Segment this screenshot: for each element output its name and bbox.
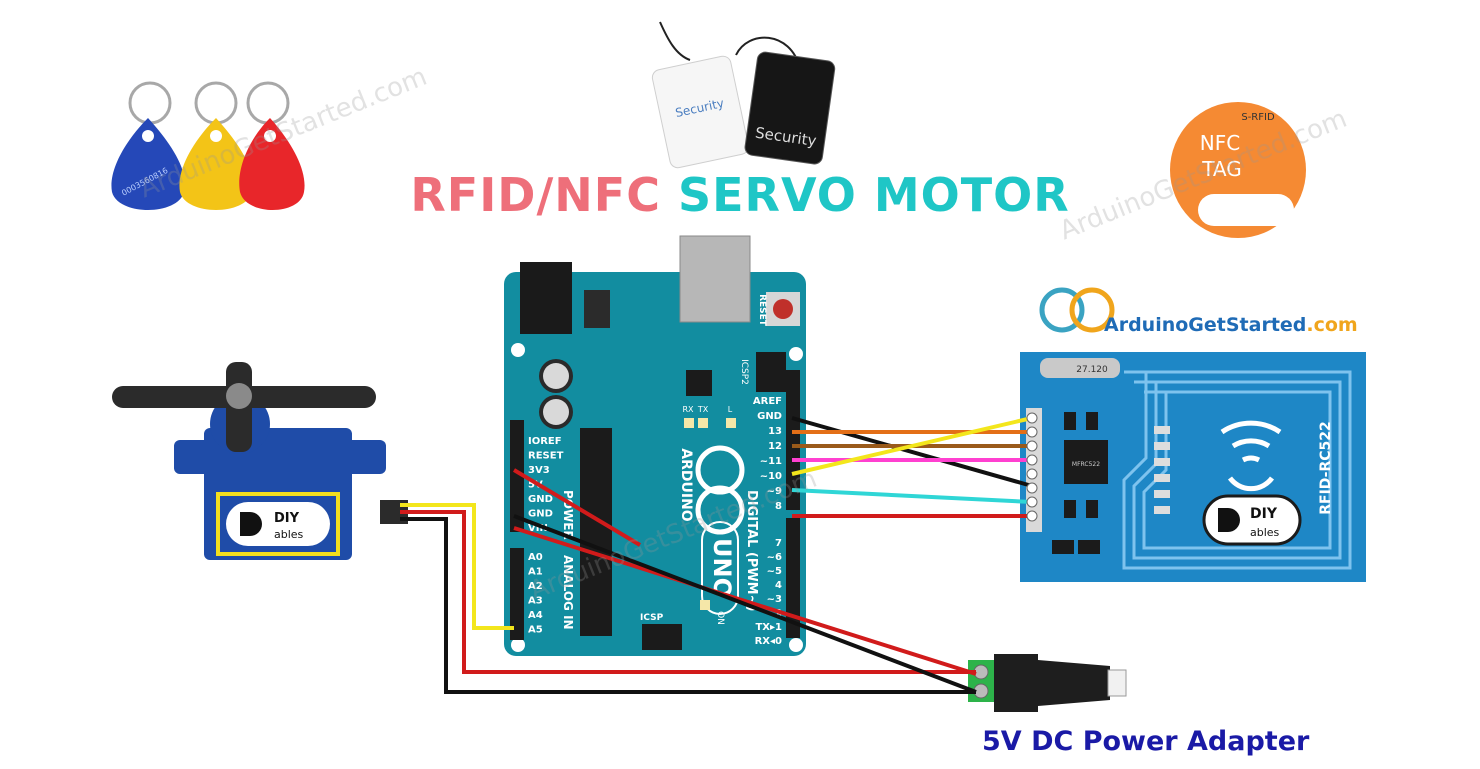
digital-top-pin-labels: AREF GND 13 12 ~11 ~10 ~9 8 (753, 396, 782, 512)
arduinogetstarted-logo (1039, 287, 1115, 333)
wireless-icon (1220, 420, 1282, 492)
nfc-tag-line1: NFC (1200, 131, 1240, 155)
title-servo-motor: SERVO MOTOR (677, 168, 1070, 222)
pin-label: 3V3 (528, 465, 550, 476)
wire-rfid-sda (791, 416, 1033, 488)
arduino-reset-label: RESET (757, 294, 767, 327)
pin-label: RESET (528, 451, 564, 462)
wire-rfid-rst (791, 488, 1033, 504)
servo-motor: DIY ables (112, 362, 408, 560)
pin-label: A1 (528, 567, 543, 578)
pin-label: TX▸1 (755, 622, 782, 633)
pin-label: RX◂0 (755, 636, 782, 647)
brand-name: ArduinoGetStarted.com (1104, 314, 1358, 336)
pin-label: A3 (528, 596, 543, 607)
arduino-l-label: L (728, 405, 733, 414)
pin-label: 4 (775, 580, 782, 591)
arduino-tx-label: TX (697, 405, 709, 414)
nfc-tag-brand: S-RFID (1241, 112, 1275, 123)
wire-servo-signal (400, 503, 514, 630)
pin-label: A0 (528, 552, 543, 563)
rfid-rc522-module: 27.120 MFRC522 DIY ables RFID-RC522 (1020, 352, 1366, 582)
pin-label: AREF (753, 396, 782, 407)
pin-label: GND (757, 411, 782, 422)
rfid-cards: Security Security (651, 21, 836, 169)
arduino-model: UNO (708, 538, 736, 598)
rfid-logo-sub: ables (1250, 526, 1280, 539)
arduino-icsp2-label: ICSP2 (739, 359, 749, 385)
pin-label: A5 (528, 625, 543, 636)
pin-label: ~5 (767, 566, 782, 577)
arduino-rx-label: RX (682, 405, 694, 414)
wire-rfid-irq (791, 416, 1033, 476)
pin-label: GND (528, 494, 553, 505)
pin-label: ~10 (760, 471, 782, 482)
rfid-chip-label: MFRC522 (1072, 461, 1100, 468)
arduino-analog-label: ANALOG IN (561, 555, 575, 630)
pin-label: VIN (528, 523, 548, 534)
nfc-tag: S-RFID NFC TAG (1170, 102, 1306, 238)
rfid-keyfobs: 0003560816 (111, 81, 305, 210)
arduino-on-label: ON (715, 611, 725, 625)
wire-gnd (513, 514, 977, 694)
servo-logo-sub: ables (274, 528, 304, 541)
pin-label: 7 (775, 538, 782, 549)
pin-label: IOREF (528, 436, 562, 447)
arduino-digital-label: DIGITAL (PWM~) (744, 490, 759, 611)
wire-vin (513, 526, 977, 676)
power-adapter-caption: 5V DC Power Adapter (982, 726, 1310, 757)
arduino-uno-board: RESET ICSP2 TX RX L ARDUINO UNO DIGITAL … (504, 235, 806, 656)
pin-label: 13 (768, 426, 782, 437)
pin-label: 12 (768, 441, 782, 452)
arduino-name: ARDUINO (678, 448, 694, 522)
pin-label: ~9 (767, 486, 782, 497)
servo-logo: DIY (274, 511, 300, 526)
rfid-module-name: RFID-RC522 (1318, 421, 1334, 515)
rfid-pin-dots (1026, 412, 1038, 522)
pin-label: A4 (528, 610, 543, 621)
title-rfid-nfc: RFID/NFC (410, 168, 661, 222)
nfc-tag-line2: TAG (1201, 157, 1242, 181)
pin-label: GND (528, 509, 553, 520)
rfid-logo: DIY (1250, 506, 1278, 522)
pin-label: ~3 (767, 594, 782, 605)
diagram-title: RFID/NFC SERVO MOTOR (0, 168, 1480, 222)
pin-label: ~6 (767, 552, 782, 563)
arduino-icsp-label: ICSP (640, 613, 664, 623)
arduino-logo (695, 445, 745, 535)
wire-servo-vcc (400, 510, 976, 674)
pin-label: A2 (528, 581, 543, 592)
rfid-crystal-label: 27.120 (1076, 365, 1108, 375)
wires (400, 416, 1033, 694)
dc-power-adapter (968, 654, 1127, 712)
brand-text: ArduinoGetStarted (1104, 314, 1307, 336)
wire-servo-gnd (400, 517, 976, 694)
pin-label: 8 (775, 501, 782, 512)
brand-suffix: .com (1306, 314, 1358, 336)
pin-label: ~11 (760, 456, 782, 467)
wire-3v3 (512, 468, 642, 547)
